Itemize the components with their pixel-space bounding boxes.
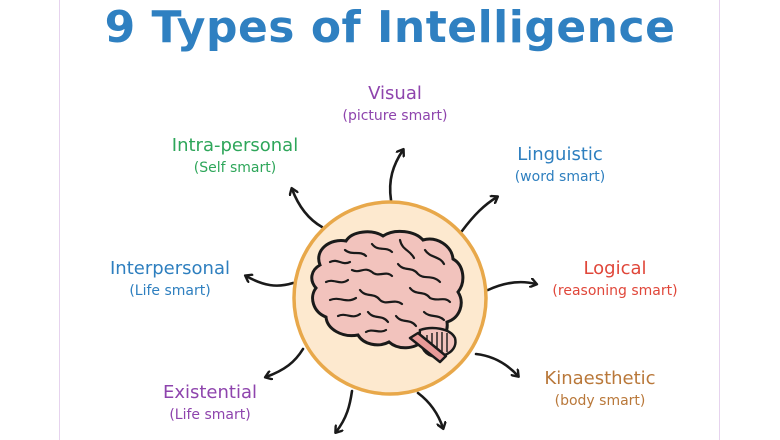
- arrow-interpersonal: [246, 276, 295, 287]
- arrows: [246, 150, 536, 432]
- label-kinaesthetic-sub: (body smart): [554, 392, 646, 409]
- arrow-logical: [486, 282, 536, 292]
- label-linguistic-sub: (word smart): [514, 168, 606, 185]
- brain-icon: [310, 229, 465, 364]
- arrow-south-west: [336, 389, 354, 432]
- label-kinaesthetic-name: Kinaesthetic: [544, 368, 656, 389]
- frame-right-line: [719, 0, 720, 440]
- label-logical: Logical (reasoning smart): [540, 258, 690, 299]
- label-linguistic-name: Linguistic: [517, 144, 603, 165]
- label-intrapersonal: Intra-personal (Self smart): [155, 135, 315, 176]
- label-kinaesthetic: Kinaesthetic (body smart): [530, 368, 670, 409]
- label-linguistic: Linguistic (word smart): [490, 144, 630, 185]
- label-logical-sub: (reasoning smart): [552, 282, 678, 299]
- label-existential: Existential (Life smart): [145, 382, 275, 423]
- label-visual-sub: (picture smart): [342, 107, 448, 124]
- label-logical-name: Logical: [583, 258, 647, 279]
- arrow-kinaesthetic: [474, 352, 518, 376]
- arrow-south-east: [416, 391, 443, 428]
- label-visual: Visual (picture smart): [320, 83, 470, 124]
- label-existential-name: Existential: [162, 382, 258, 403]
- label-visual-name: Visual: [368, 83, 422, 104]
- page-title: 9 Types of Intelligence: [104, 2, 676, 53]
- label-interpersonal: Interpersonal (Life smart): [95, 258, 245, 299]
- arrow-existential: [266, 347, 305, 377]
- arrow-intrapersonal: [292, 189, 324, 229]
- arrow-linguistic: [460, 197, 497, 233]
- label-intrapersonal-sub: (Self smart): [193, 159, 277, 176]
- label-existential-sub: (Life smart): [169, 406, 251, 423]
- label-interpersonal-name: Interpersonal: [110, 258, 230, 279]
- frame-left-line: [59, 0, 60, 440]
- label-intrapersonal-name: Intra-personal: [171, 135, 299, 156]
- label-interpersonal-sub: (Life smart): [129, 282, 211, 299]
- arrow-visual: [388, 150, 403, 202]
